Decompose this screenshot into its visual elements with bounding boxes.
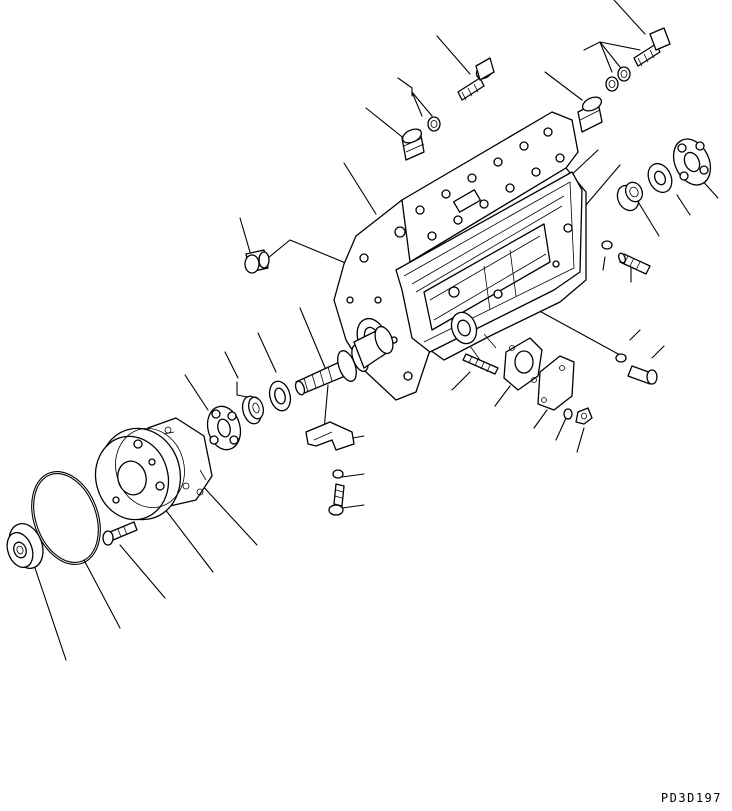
cap-screw [102, 521, 138, 546]
roller-bearing [206, 405, 242, 451]
figure-code: PD3D197 [660, 791, 722, 805]
o-ring [31, 471, 101, 565]
right-ring [647, 162, 673, 194]
stud-bolt [462, 353, 499, 375]
bolt-mid [328, 483, 345, 516]
washer-and-nut [563, 407, 593, 425]
bolt-washer-set-upper [601, 240, 651, 275]
oil-seal [6, 523, 44, 569]
gasket [503, 337, 543, 391]
washer-mid [332, 469, 344, 479]
fitting-right [577, 27, 671, 133]
camshaft [294, 325, 394, 396]
clamp [305, 421, 355, 451]
inner-race [241, 395, 264, 425]
right-plug [616, 181, 644, 212]
side-plug [244, 249, 270, 274]
fitting-left [401, 57, 495, 161]
cover-plate [537, 355, 575, 411]
right-bearing [672, 138, 712, 186]
spacer-ring [268, 380, 292, 412]
bolt-washer-set-lower [615, 353, 658, 385]
cover-housing [94, 427, 185, 521]
